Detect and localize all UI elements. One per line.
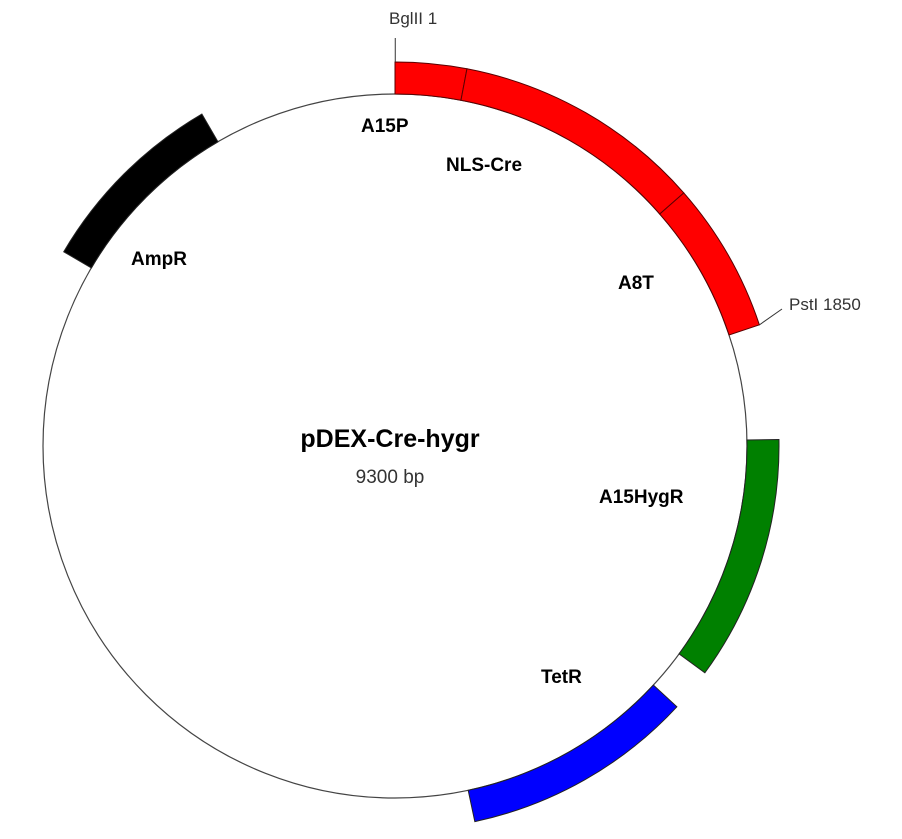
feature-arc-a15p xyxy=(394,61,468,101)
site-label-psti: PstI 1850 xyxy=(789,295,861,314)
feature-arc-tetr xyxy=(467,684,678,823)
feature-label-tetr: TetR xyxy=(541,667,582,688)
feature-arc-a15hygr xyxy=(678,439,780,674)
site-marker-psti xyxy=(759,308,783,326)
feature-label-a8t: A8T xyxy=(618,273,654,294)
feature-arc-ampr xyxy=(63,113,219,269)
feature-label-a15p: A15P xyxy=(361,116,409,137)
feature-label-a15hygr: A15HygR xyxy=(599,487,684,508)
feature-label-ampr: AmpR xyxy=(131,249,187,270)
plasmid-name: pDEX-Cre-hygr xyxy=(300,425,479,453)
site-label-bglii: BglII 1 xyxy=(389,9,437,28)
restriction-sites xyxy=(394,38,783,326)
feature-arc-nls-cre xyxy=(460,68,685,215)
plasmid-size: 9300 bp xyxy=(356,467,425,488)
feature-arc-a8t xyxy=(659,192,761,336)
feature-arcs xyxy=(63,61,780,823)
feature-label-nls-cre: NLS-Cre xyxy=(446,155,522,176)
